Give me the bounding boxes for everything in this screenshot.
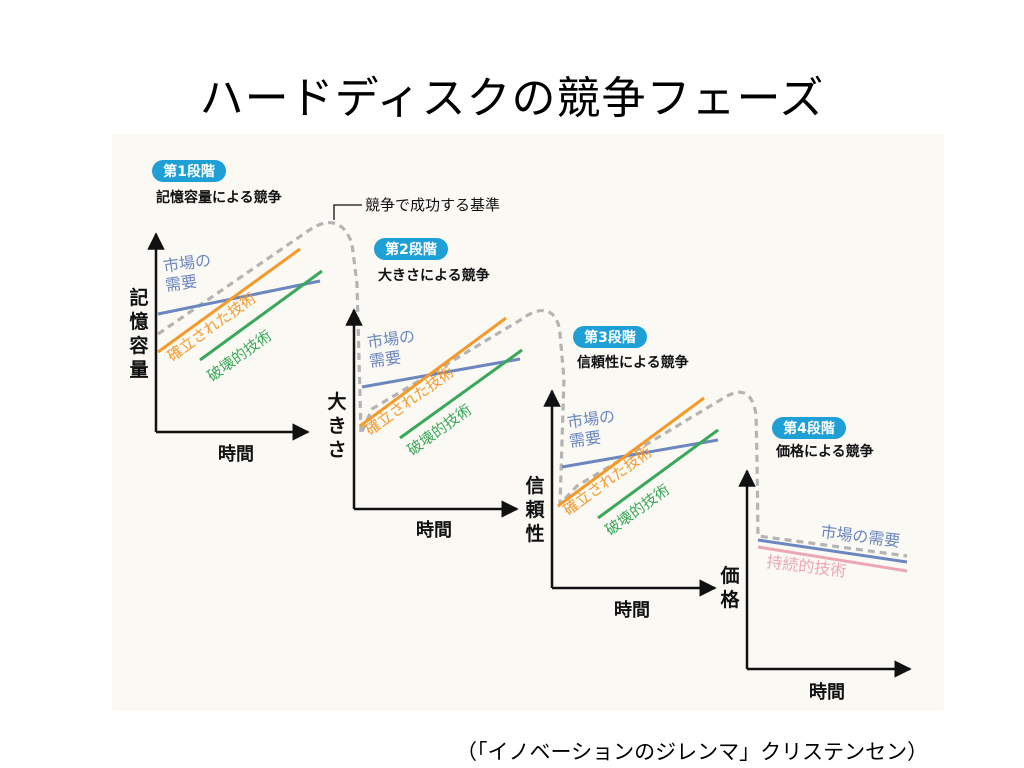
market-demand-line <box>361 357 521 389</box>
x-axis-label: 時間 <box>809 682 845 703</box>
y-axis-label-char: 価 <box>719 565 739 587</box>
demand-label-line2: 需要 <box>368 348 402 371</box>
y-axis-label-char: 性 <box>525 522 544 545</box>
market-demand-line <box>157 279 321 316</box>
source-citation: （「イノベーションのジレンマ」クリステンセン） <box>456 740 929 764</box>
criterion-callout-line <box>333 204 362 220</box>
stage-badge-bg <box>374 238 448 260</box>
slide-title: ハードディスクの競争フェーズ <box>199 73 825 124</box>
stage-badge-bg <box>152 160 226 182</box>
stage-subtitle: 記憶容量による競争 <box>156 189 282 206</box>
stage-badge: 第2段階 <box>385 241 437 258</box>
x-axis-label: 時間 <box>614 600 650 621</box>
y-axis-label-char: 記 <box>129 286 148 309</box>
criterion-label: 競争で成功する基準 <box>365 196 500 214</box>
demand-label-line2: 需要 <box>568 428 602 451</box>
y-axis-label-char: 格 <box>720 588 740 611</box>
stage-badge-bg <box>573 326 647 348</box>
stage-badge: 第1段階 <box>163 163 215 180</box>
sustaining-tech-line <box>757 545 908 573</box>
disruptive-tech-line <box>597 428 719 520</box>
y-axis-label-char: き <box>327 415 346 437</box>
demand-label-line2: 需要 <box>164 272 198 295</box>
y-axis-label-char: 容 <box>129 334 148 357</box>
stage-badge: 第4段階 <box>783 420 835 437</box>
market-demand-line <box>561 438 719 469</box>
stage-3: 第3段階 信頼性による競争 市場の 需要 確立された技術 破壊的技術 信 頼 性… <box>525 326 719 621</box>
y-axis-label-char: さ <box>327 439 346 461</box>
stage-subtitle: 信頼性による競争 <box>577 354 689 371</box>
x-axis-label: 時間 <box>416 520 452 541</box>
y-axis-label-char: 頼 <box>525 499 545 521</box>
stage-4: 第4段階 価格による競争 市場の需要 持続的技術 価 格 時間 <box>719 417 912 703</box>
y-axis-label-char: 量 <box>129 359 148 381</box>
stage-subtitle: 大きさによる競争 <box>378 267 490 284</box>
established-tech-line <box>157 247 301 354</box>
x-axis-label: 時間 <box>218 444 254 465</box>
established-tech-line <box>557 396 705 508</box>
success-criterion-curve <box>157 221 908 558</box>
diagram-panel: 競争で成功する基準 第1段階 記憶容量による競争 市場の 需要 確立された技術 … <box>112 134 944 711</box>
stage-1: 第1段階 記憶容量による競争 市場の 需要 確立された技術 破壊的技術 記 憶 … <box>129 160 323 465</box>
stage-subtitle: 価格による競争 <box>775 443 874 460</box>
competition-phases-diagram: 競争で成功する基準 第1段階 記憶容量による競争 市場の 需要 確立された技術 … <box>129 160 912 703</box>
sustaining-tech-label: 持続的技術 <box>766 552 848 581</box>
disruptive-tech-line <box>399 348 523 440</box>
demand-label: 市場の需要 <box>820 522 902 551</box>
stage-badge: 第3段階 <box>584 329 636 346</box>
y-axis-label-char: 信 <box>525 474 544 497</box>
disruptive-tech-line <box>199 269 323 362</box>
y-axis-label-char: 憶 <box>129 310 148 333</box>
y-axis-label-char: 大 <box>327 390 346 413</box>
market-demand-line <box>757 538 908 564</box>
stage-badge-bg <box>772 417 846 439</box>
established-tech-line <box>359 316 507 428</box>
